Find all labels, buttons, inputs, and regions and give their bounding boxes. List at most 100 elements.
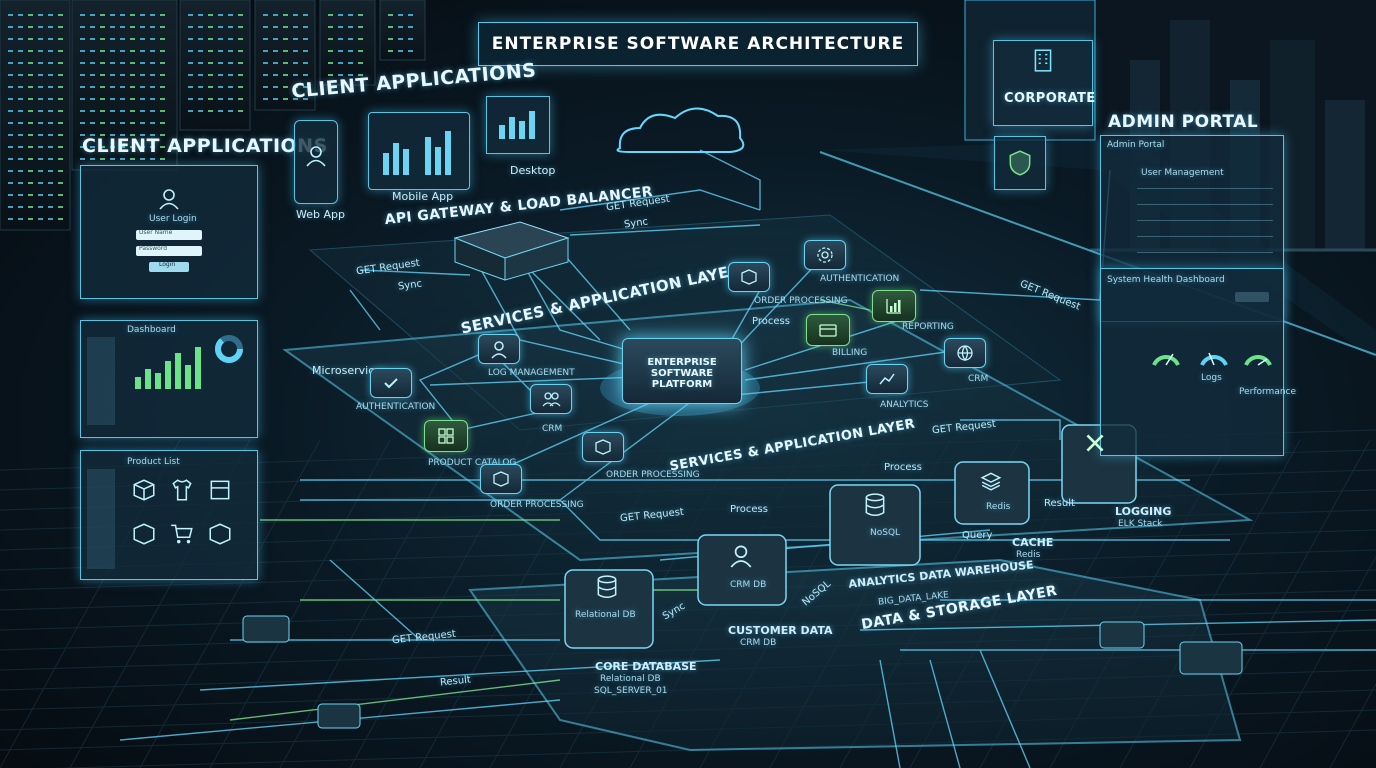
check-icon [381, 373, 401, 393]
performance-label: Performance [1239, 387, 1297, 397]
billing-node [806, 314, 850, 346]
database-icon [594, 574, 620, 600]
analytics-icon [877, 369, 897, 389]
login-title: User Login [149, 214, 197, 224]
data-platform [468, 558, 1242, 752]
server-racks-left [0, 0, 426, 231]
client-left-heading: CLIENT APPLICATIONS [82, 135, 328, 157]
diagram-title-box: ENTERPRISE SOFTWARE ARCHITECTURE [478, 22, 918, 66]
desktop-device [486, 96, 550, 154]
building-icon [1030, 47, 1056, 73]
customer-chip-label: CRM DB [730, 580, 767, 590]
grid-icon [436, 426, 456, 446]
desktop-chart [499, 111, 535, 139]
crm-left-label: CRM [542, 424, 563, 434]
security-screen [994, 136, 1046, 190]
login-username-field[interactable]: User Name [136, 229, 202, 240]
core-platform-label: ENTERPRISE SOFTWARE PLATFORM [647, 357, 717, 390]
core-db-chip-label: Relational DB [575, 610, 636, 620]
gauge-icon [1149, 339, 1183, 373]
logging-label: LOGGING [1115, 505, 1172, 518]
reporting-label: REPORTING [902, 322, 954, 332]
cache-chip-label: Redis [986, 502, 1011, 512]
order-processing-top-label: ORDER PROCESSING [754, 296, 848, 306]
product-catalog-node [424, 420, 468, 452]
analytics-node [866, 364, 908, 394]
customer-data-label: CUSTOMER DATA [728, 624, 833, 637]
mobile-app-label: Mobile App [392, 190, 454, 203]
dashboard-sidebar [87, 337, 115, 425]
user-management-title: User Management [1141, 168, 1224, 178]
shirt-icon [169, 477, 195, 503]
server-leds [8, 14, 413, 220]
authentication-top-label: AUTHENTICATION [820, 274, 900, 284]
billing-label: BILLING [832, 348, 868, 358]
logging-sub: ELK Stack [1118, 519, 1163, 529]
crm-right-node [944, 338, 986, 368]
health-dashboard-title: System Health Dashboard [1107, 275, 1225, 285]
box-icon [131, 477, 157, 503]
log-management-node [478, 334, 520, 364]
user-icon [304, 143, 328, 167]
flow-process-3: Process [730, 504, 768, 515]
logs-label: Logs [1201, 373, 1222, 383]
box-icon [131, 521, 157, 547]
cache-sub: Redis [1016, 550, 1041, 560]
product-catalog-label: PRODUCT CATALOG [428, 458, 517, 468]
user-avatar-icon [157, 186, 181, 210]
login-panel: User Login User Name Password Login [80, 165, 258, 299]
gateway-device [453, 221, 570, 281]
core-db-sub2: SQL_SERVER_01 [594, 686, 668, 696]
cloud-icon [616, 107, 745, 153]
reporting-node [872, 290, 916, 322]
analytics-label: ANALYTICS [880, 400, 929, 410]
authentication-left-node [370, 368, 412, 398]
box-icon [491, 469, 511, 489]
admin-heading: ADMIN PORTAL [1108, 112, 1259, 132]
users-icon [541, 389, 561, 409]
flow-process-2: Process [884, 462, 922, 473]
box-icon [739, 267, 759, 287]
product-sidebar [87, 469, 115, 569]
dashboard-panel: Dashboard [80, 320, 258, 438]
product-list-panel: Product List [80, 450, 258, 580]
order-processing-mid-node [582, 432, 624, 462]
flow-process-1: Process [752, 316, 790, 327]
microservices-label: Microservices [312, 364, 387, 377]
box-icon [593, 437, 613, 457]
login-button[interactable]: Login [149, 261, 189, 272]
diagram-title: ENTERPRISE SOFTWARE ARCHITECTURE [491, 34, 905, 54]
database-icon [862, 492, 888, 518]
login-password-field[interactable]: Password [136, 245, 202, 256]
core-db-label: CORE DATABASE [595, 660, 697, 673]
stack-icon [980, 470, 1002, 492]
dashboard-donut-icon [213, 333, 245, 365]
crm-left-node [530, 384, 572, 414]
cache-label: CACHE [1012, 536, 1054, 549]
flow-result-1: Result [1044, 498, 1075, 509]
gauge-icon [1241, 339, 1275, 373]
dashboard-title: Dashboard [127, 325, 176, 335]
product-list-title: Product List [127, 457, 180, 467]
card-icon [818, 320, 838, 340]
box-icon [207, 521, 233, 547]
order-processing-left-label: ORDER PROCESSING [490, 500, 584, 510]
warehouse-chip-label: NoSQL [870, 528, 901, 538]
mobile-app-charts [383, 131, 451, 175]
gauge-icon [1197, 339, 1231, 373]
admin-panel-title: Admin Portal [1107, 140, 1165, 150]
desktop-label: Desktop [510, 164, 556, 177]
web-app-label: Web App [296, 208, 345, 221]
package-icon [207, 477, 233, 503]
user-icon [489, 339, 509, 359]
core-db-sub1: Relational DB [600, 674, 661, 684]
shield-icon [1007, 149, 1033, 177]
order-processing-left-node [480, 464, 522, 494]
flow-query: Query [962, 530, 993, 541]
corporate-label: CORPORATE [1004, 91, 1096, 106]
dashboard-bar-chart [135, 347, 201, 389]
order-processing-mid-label: ORDER PROCESSING [606, 470, 700, 480]
chart-icon [884, 296, 904, 316]
user-icon [728, 542, 754, 568]
